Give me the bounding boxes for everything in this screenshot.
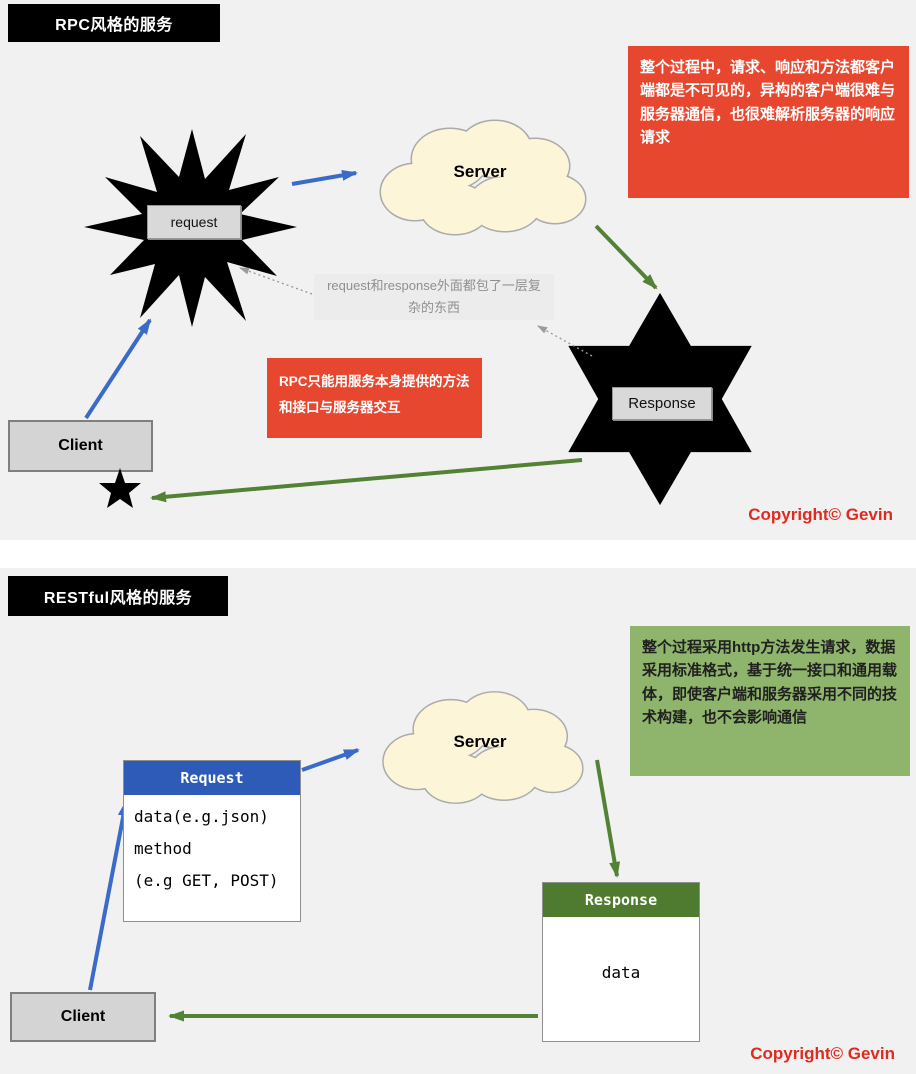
rest-server-cloud: Server: [356, 676, 604, 818]
rest-request-body: data(e.g.json) method (e.g GET, POST): [124, 795, 300, 890]
rpc-copyright: Copyright© Gevin: [748, 505, 893, 524]
rest-section-title: RESTful风格的服务: [8, 576, 228, 616]
rpc-section-title: RPC风格的服务: [8, 4, 220, 42]
rpc-annotation-box: 整个过程中，请求、响应和方法都客户端都是不可见的，异构的客户端很难与服务器通信，…: [628, 46, 909, 198]
rpc-method-note-box: RPC只能用服务本身提供的方法和接口与服务器交互: [267, 358, 482, 438]
wrapper-explanation-note: request和response外面都包了一层复杂的东西: [314, 274, 554, 320]
request-line-data: data(e.g.json): [134, 807, 269, 826]
rest-response-body: data: [601, 963, 641, 982]
cloud-icon: [382, 691, 584, 804]
rest-annotation-box: 整个过程采用http方法发生请求，数据采用标准格式，基于统一接口和通用载体，即使…: [630, 626, 910, 776]
rpc-response-label: Response: [612, 387, 712, 420]
rpc-client-star: [96, 464, 144, 512]
rest-client-box: Client: [10, 992, 156, 1042]
rpc-request-label: request: [147, 205, 241, 239]
rest-server-label: Server: [453, 732, 507, 751]
rpc-server-label: Server: [453, 162, 507, 181]
cloud-icon: [379, 119, 587, 236]
rpc-server-cloud: Server: [355, 104, 605, 250]
rest-response-header: Response: [543, 883, 699, 917]
rest-response-box: Response data: [542, 882, 700, 1042]
rest-request-header: Request: [124, 761, 300, 795]
rest-request-box: Request data(e.g.json) method (e.g GET, …: [123, 760, 301, 922]
request-line-method: method: [134, 839, 192, 858]
request-line-verbs: (e.g GET, POST): [134, 871, 279, 890]
rpc-client-box: Client: [8, 420, 153, 472]
rest-copyright: Copyright© Gevin: [750, 1044, 895, 1063]
star-icon: [99, 468, 141, 508]
